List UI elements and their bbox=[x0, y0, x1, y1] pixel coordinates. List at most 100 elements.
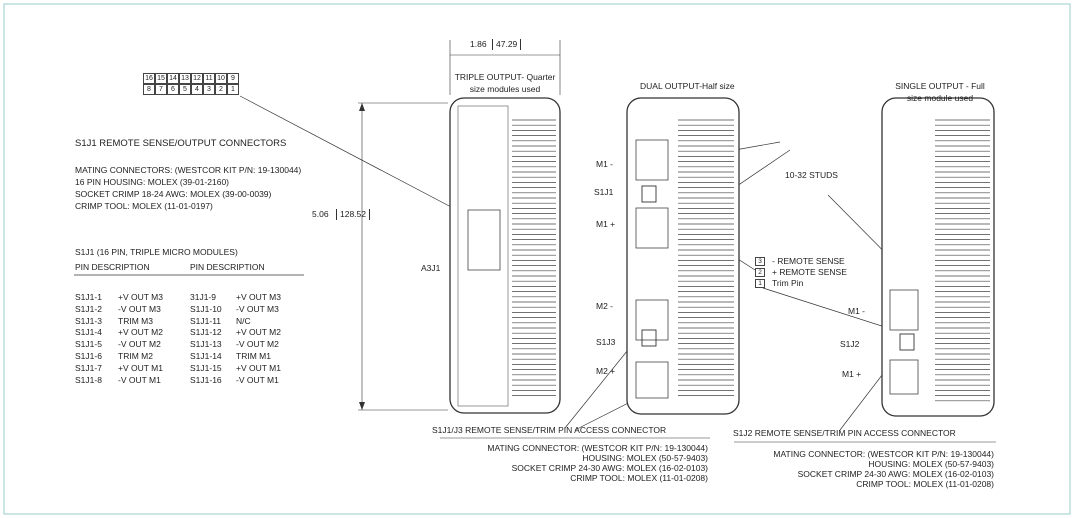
pin-id: S1J1-7 bbox=[75, 362, 102, 373]
pin-id: S1J1-5 bbox=[75, 339, 102, 350]
dual-s1j3: S1J3 bbox=[596, 337, 616, 347]
width-dim-inch: 1.86 bbox=[470, 39, 487, 49]
col-header-left: PIN DESCRIPTION bbox=[75, 262, 150, 272]
pin-number-cell: 2 bbox=[215, 84, 227, 95]
pin-desc: -V OUT M2 bbox=[236, 339, 279, 350]
pin-id: S1J1-4 bbox=[75, 327, 102, 338]
pin-desc: +V OUT M1 bbox=[118, 362, 163, 373]
pin-desc: +V OUT M2 bbox=[118, 327, 163, 338]
triple-module-drawing bbox=[449, 97, 561, 414]
pin-id: S1J1-2 bbox=[75, 303, 102, 314]
pin-number-cell: 13 bbox=[179, 73, 191, 84]
height-dim-mm: 128.52 bbox=[336, 209, 370, 220]
dual-mating-2: HOUSING: MOLEX (50-57-9403) bbox=[582, 453, 708, 463]
dual-module-drawing bbox=[626, 97, 740, 415]
single-mating-3: SOCKET CRIMP 24-30 AWG: MOLEX (16-02-010… bbox=[797, 469, 994, 479]
dual-m1-plus: M1 + bbox=[596, 219, 616, 229]
pin-id: S1J1-12 bbox=[190, 327, 222, 338]
single-title-2: size module used bbox=[906, 93, 974, 103]
pin-id: S1J1-6 bbox=[75, 351, 102, 361]
pin-number-cell: 4 bbox=[191, 84, 203, 95]
dual-mating-1: MATING CONNECTOR: (WESTCOR KIT P/N: 19-1… bbox=[487, 443, 708, 453]
sheet-border bbox=[3, 3, 1071, 515]
pin-number-cell: 14 bbox=[167, 73, 179, 84]
dual-m2-minus: M2 - bbox=[596, 301, 613, 311]
pin-id: 31J1-9 bbox=[190, 292, 216, 302]
triple-connector-label: A3J1 bbox=[421, 263, 441, 273]
sense-pin-2: 2 bbox=[755, 268, 765, 277]
sense-label-2: + REMOTE SENSE bbox=[772, 267, 847, 277]
pin-table-title: S1J1 (16 PIN, TRIPLE MICRO MODULES) bbox=[75, 247, 238, 257]
mating-line-2: 16 PIN HOUSING: MOLEX (39-01-2160) bbox=[75, 177, 230, 187]
sense-pin-1: 1 bbox=[755, 279, 765, 288]
pin-id: S1J1-10 bbox=[190, 303, 222, 314]
single-mating-2: HOUSING: MOLEX (50-57-9403) bbox=[868, 459, 994, 469]
pin-header-rule bbox=[74, 274, 304, 276]
pin-id: S1J1-16 bbox=[190, 374, 222, 385]
triple-title-1: TRIPLE OUTPUT- Quarter bbox=[454, 72, 556, 82]
pin-number-cell: 5 bbox=[179, 84, 191, 95]
pin-desc: +V OUT M3 bbox=[236, 292, 281, 302]
dual-mating-3: SOCKET CRIMP 24-30 AWG: MOLEX (16-02-010… bbox=[511, 463, 708, 473]
pin-number-cell: 9 bbox=[227, 73, 239, 84]
dual-access-title: S1J1/J3 REMOTE SENSE/TRIM PIN ACCESS CON… bbox=[432, 425, 667, 435]
pin-number-cell: 8 bbox=[143, 84, 155, 95]
pin-desc: +V OUT M3 bbox=[118, 292, 163, 302]
mating-line-3: SOCKET CRIMP 18-24 AWG: MOLEX (39-00-003… bbox=[75, 189, 272, 199]
col-header-right: PIN DESCRIPTION bbox=[190, 262, 265, 272]
pin-id: S1J1-3 bbox=[75, 315, 102, 326]
pin-desc: -V OUT M3 bbox=[118, 303, 161, 314]
dual-mating-4: CRIMP TOOL: MOLEX (11-01-0208) bbox=[570, 473, 708, 483]
mating-line-4: CRIMP TOOL: MOLEX (11-01-0197) bbox=[75, 201, 213, 211]
pin-number-cell: 16 bbox=[143, 73, 155, 84]
pin-desc: -V OUT M3 bbox=[236, 303, 279, 314]
pin-desc: N/C bbox=[236, 315, 251, 326]
pin-id: S1J1-1 bbox=[75, 292, 102, 302]
single-module-drawing bbox=[881, 97, 995, 417]
height-dim-inch: 5.06 bbox=[312, 209, 329, 219]
single-title-1: SINGLE OUTPUT - Full bbox=[895, 81, 985, 91]
dual-title: DUAL OUTPUT-Half size bbox=[640, 81, 735, 91]
width-dim-mm: 47.29 bbox=[492, 39, 522, 50]
pin-desc: +V OUT M1 bbox=[236, 362, 281, 373]
pin-desc: -V OUT M1 bbox=[236, 374, 279, 385]
pin-number-cell: 12 bbox=[191, 73, 203, 84]
pin-id: S1J1-14 bbox=[190, 351, 222, 361]
dual-s1j1: S1J1 bbox=[594, 187, 614, 197]
sense-label-1: Trim Pin bbox=[772, 278, 804, 288]
pin-id: S1J1-8 bbox=[75, 374, 102, 385]
pin-desc: TRIM M3 bbox=[118, 315, 153, 326]
pin-id: S1J1-13 bbox=[190, 339, 222, 350]
pin-id: S1J1-15 bbox=[190, 362, 222, 373]
sense-pin-3: 3 bbox=[755, 257, 765, 266]
pin-desc: -V OUT M1 bbox=[118, 374, 161, 385]
triple-title-2: size modules used bbox=[469, 84, 541, 94]
dual-m1-minus: M1 - bbox=[596, 159, 613, 169]
single-mating-4: CRIMP TOOL: MOLEX (11-01-0208) bbox=[856, 479, 994, 489]
pin-number-cell: 10 bbox=[215, 73, 227, 84]
pin-number-cell: 3 bbox=[203, 84, 215, 95]
pin-desc: +V OUT M2 bbox=[236, 327, 281, 338]
studs-label: 10-32 STUDS bbox=[785, 170, 838, 180]
pin-desc: -V OUT M2 bbox=[118, 339, 161, 350]
single-m1-minus: M1 - bbox=[848, 306, 865, 316]
single-access-title: S1J2 REMOTE SENSE/TRIM PIN ACCESS CONNEC… bbox=[733, 428, 956, 438]
pinbox-leader bbox=[239, 95, 473, 219]
single-m1-plus: M1 + bbox=[842, 369, 862, 379]
pin-number-cell: 7 bbox=[155, 84, 167, 95]
pin-number-cell: 11 bbox=[203, 73, 215, 84]
pin-number-cell: 6 bbox=[167, 84, 179, 95]
pin-number-cell: 15 bbox=[155, 73, 167, 84]
single-s1j2: S1J2 bbox=[840, 339, 860, 349]
dual-m2-plus: M2 + bbox=[596, 366, 616, 376]
left-panel-title: S1J1 REMOTE SENSE/OUTPUT CONNECTORS bbox=[75, 138, 287, 149]
pin-desc: TRIM M1 bbox=[236, 351, 271, 361]
sense-label-3: - REMOTE SENSE bbox=[772, 256, 845, 266]
pin-id: S1J1-11 bbox=[190, 315, 222, 326]
mating-line-1: MATING CONNECTORS: (WESTCOR KIT P/N: 19-… bbox=[75, 165, 302, 175]
single-mating-1: MATING CONNECTOR: (WESTCOR KIT P/N: 19-1… bbox=[773, 449, 994, 459]
pin-number-cell: 1 bbox=[227, 84, 239, 95]
